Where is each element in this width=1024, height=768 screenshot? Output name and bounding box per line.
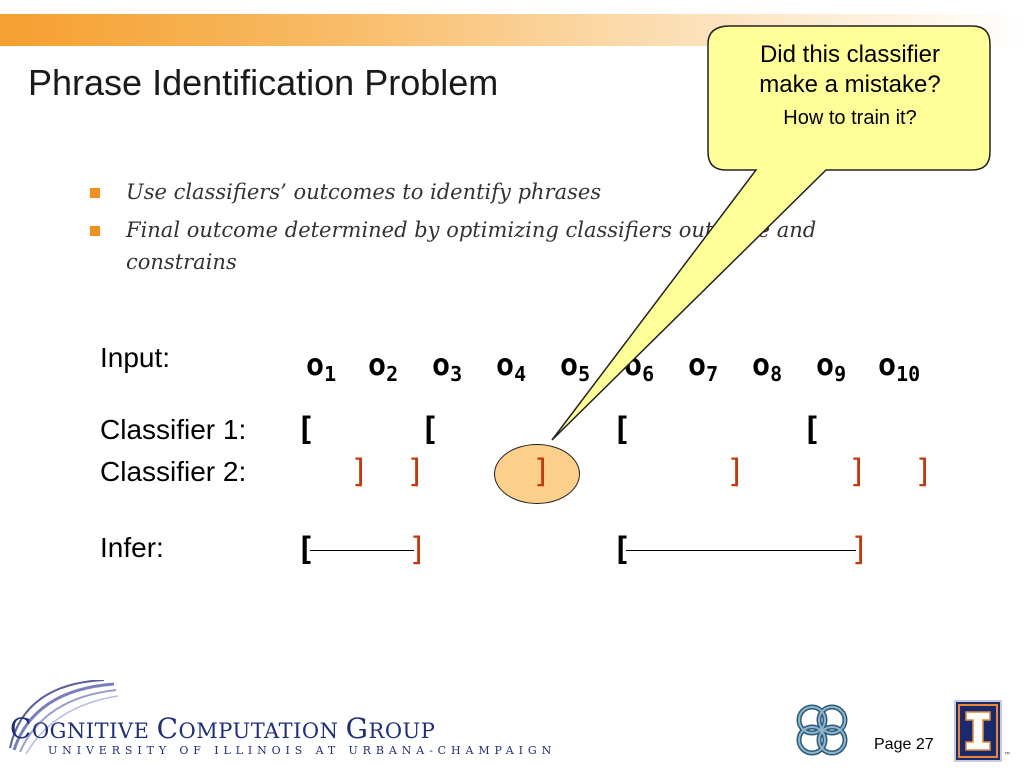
bullet-text: Final outcome determined by optimizing c… [126,218,817,274]
square-bullet-icon [90,226,100,236]
classifier-2-close-bracket: ] [914,452,934,490]
classifier-2-close-bracket: ] [406,452,426,490]
infer-close-bracket: ] [408,530,428,568]
callout-text: Did this classifier make a mistake? How … [712,40,988,132]
classifier-2-close-bracket: ] [350,452,370,490]
swoosh-logo-icon [9,680,119,755]
classifier-2-close-bracket: ] [726,452,746,490]
bullet-item: Use classifiers’ outcomes to identify ph… [88,176,908,208]
input-token-10: o10 [878,348,921,386]
page-number: Page 27 [874,736,934,753]
classifier-2-close-bracket: ] [532,452,552,490]
trademark-mark: ™ [1004,752,1010,758]
infer-span-line [626,550,856,551]
bullet-text: Use classifiers’ outcomes to identify ph… [126,180,602,204]
group-logo-title: COGNITIVE COMPUTATION GROUP [10,712,436,745]
input-label: Input: [100,342,171,373]
input-token-5: o5 [560,348,591,386]
infer-span-line [310,550,414,551]
input-token-8: o8 [752,348,783,386]
input-token-3: o3 [432,348,463,386]
input-token-9: o9 [816,348,847,386]
classifier-1-open-bracket: [ [420,410,440,448]
classifier-1-label: Classifier 1: [100,414,247,445]
infer-open-bracket: [ [296,530,316,568]
infer-label: Infer: [100,532,164,563]
highlighted-mistake-oval [494,444,580,504]
celtic-knot-icon [796,704,848,756]
slide-title: Phrase Identification Problem [28,62,499,103]
bullet-list: Use classifiers’ outcomes to identify ph… [88,176,908,284]
callout-line-2: make a mistake? [759,71,941,98]
callout-line-1: Did this classifier [759,41,941,68]
classifier-2-close-bracket: ] [848,452,868,490]
infer-open-bracket: [ [612,530,632,568]
classifier-2-label: Classifier 2: [100,456,247,487]
input-token-1: o1 [306,348,337,386]
input-token-2: o2 [368,348,399,386]
classifier-1-open-bracket: [ [296,410,316,448]
classifier-1-open-bracket: [ [802,410,822,448]
bullet-item: Final outcome determined by optimizing c… [88,214,908,278]
infer-close-bracket: ] [850,530,870,568]
group-logo-subtitle: UNIVERSITY OF ILLINOIS AT URBANA-CHAMPAI… [48,744,557,757]
input-token-4: o4 [496,348,527,386]
callout-shape [551,25,991,441]
input-token-7: o7 [688,348,719,386]
illinois-i-logo-icon [954,700,1002,762]
classifier-1-open-bracket: [ [612,410,632,448]
square-bullet-icon [90,188,100,198]
callout-line-3: How to train it? [783,107,917,129]
